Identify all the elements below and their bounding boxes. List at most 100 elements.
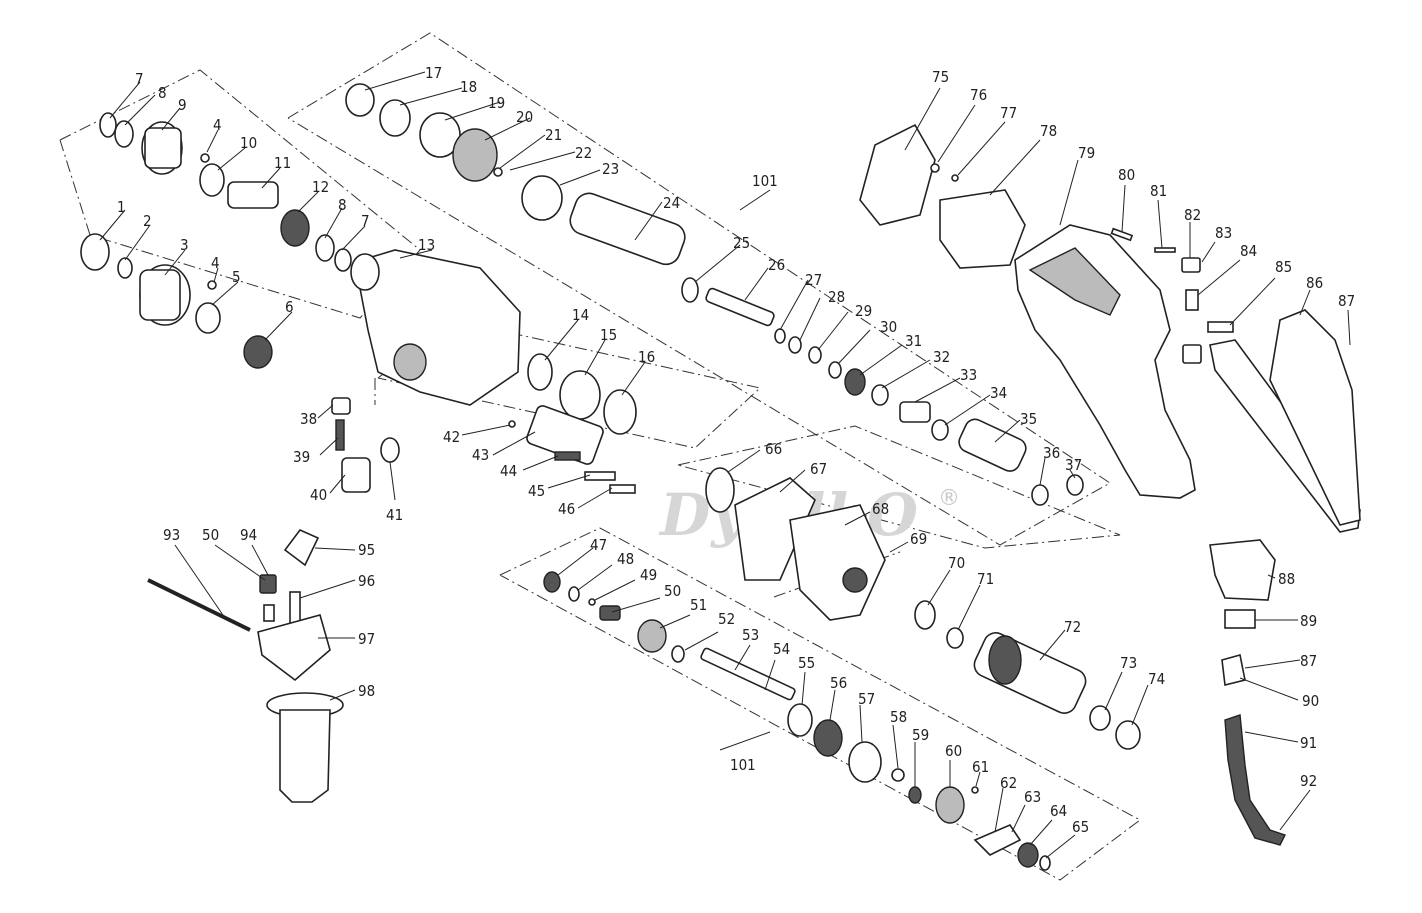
- label-22: 22: [575, 144, 592, 162]
- label-94: 94: [240, 526, 257, 544]
- label-59: 59: [912, 726, 929, 744]
- label-71: 71: [977, 570, 994, 588]
- label-67: 67: [810, 460, 827, 478]
- label-3: 3: [180, 236, 189, 254]
- label-93: 93: [163, 526, 180, 544]
- label-5: 5: [232, 268, 241, 286]
- label-29: 29: [855, 302, 872, 320]
- label-88: 88: [1278, 570, 1295, 588]
- label-55: 55: [798, 654, 815, 672]
- label-48: 48: [617, 550, 634, 568]
- label-26: 26: [768, 256, 785, 274]
- label-61: 61: [972, 758, 989, 776]
- label-28: 28: [828, 288, 845, 306]
- label-37: 37: [1065, 456, 1082, 474]
- label-75: 75: [932, 68, 949, 86]
- label-86: 86: [1306, 274, 1323, 292]
- label-49: 49: [640, 566, 657, 584]
- label-63: 63: [1024, 788, 1041, 806]
- label-41: 41: [386, 506, 403, 524]
- label-6: 6: [285, 298, 294, 316]
- label-87: 87: [1338, 292, 1355, 310]
- label-78: 78: [1040, 122, 1057, 140]
- label-101: 101: [752, 172, 778, 190]
- label-101b: 101: [730, 756, 756, 774]
- label-8b: 8: [338, 196, 347, 214]
- label-38: 38: [300, 410, 317, 428]
- label-4b: 4: [211, 254, 220, 272]
- label-7b: 7: [361, 212, 370, 230]
- label-69: 69: [910, 530, 927, 548]
- label-20: 20: [516, 108, 533, 126]
- label-96: 96: [358, 572, 375, 590]
- label-32: 32: [933, 348, 950, 366]
- label-79: 79: [1078, 144, 1095, 162]
- label-2: 2: [143, 212, 152, 230]
- label-14: 14: [572, 306, 589, 324]
- watermark-registered: ®: [938, 486, 960, 511]
- label-92: 92: [1300, 772, 1317, 790]
- label-34: 34: [990, 384, 1007, 402]
- label-1: 1: [117, 198, 126, 216]
- label-21: 21: [545, 126, 562, 144]
- label-23: 23: [602, 160, 619, 178]
- label-10: 10: [240, 134, 257, 152]
- label-72: 72: [1064, 618, 1081, 636]
- parts: [80, 83, 1361, 871]
- label-43: 43: [472, 446, 489, 464]
- label-84: 84: [1240, 242, 1257, 260]
- label-44: 44: [500, 462, 517, 480]
- label-81: 81: [1150, 182, 1167, 200]
- label-9: 9: [178, 96, 187, 114]
- label-12: 12: [312, 178, 329, 196]
- label-89: 89: [1300, 612, 1317, 630]
- part-labels: 1 2 3 4 4 5 6 7 7 8 8 9 10 11 12 13 14 1…: [117, 64, 1355, 836]
- label-56: 56: [830, 674, 847, 692]
- label-97: 97: [358, 630, 375, 648]
- label-66: 66: [765, 440, 782, 458]
- label-39: 39: [293, 448, 310, 466]
- label-47: 47: [590, 536, 607, 554]
- label-11: 11: [274, 154, 291, 172]
- leader-lines: [99, 71, 1351, 859]
- label-13: 13: [418, 236, 435, 254]
- label-57: 57: [858, 690, 875, 708]
- label-8: 8: [158, 84, 167, 102]
- label-62: 62: [1000, 774, 1017, 792]
- label-50b: 50: [202, 526, 219, 544]
- label-50: 50: [664, 582, 681, 600]
- label-36: 36: [1043, 444, 1060, 462]
- label-76: 76: [970, 86, 987, 104]
- label-95: 95: [358, 541, 375, 559]
- label-33: 33: [960, 366, 977, 384]
- label-30: 30: [880, 318, 897, 336]
- label-40: 40: [310, 486, 327, 504]
- label-87b: 87: [1300, 652, 1317, 670]
- label-64: 64: [1050, 802, 1067, 820]
- label-16: 16: [638, 348, 655, 366]
- label-42: 42: [443, 428, 460, 446]
- label-98: 98: [358, 682, 375, 700]
- label-52: 52: [718, 610, 735, 628]
- label-73: 73: [1120, 654, 1137, 672]
- label-19: 19: [488, 94, 505, 112]
- label-83: 83: [1215, 224, 1232, 242]
- label-85: 85: [1275, 258, 1292, 276]
- label-4: 4: [213, 116, 222, 134]
- label-80: 80: [1118, 166, 1135, 184]
- label-17: 17: [425, 64, 442, 82]
- label-60: 60: [945, 742, 962, 760]
- label-68: 68: [872, 500, 889, 518]
- label-31: 31: [905, 332, 922, 350]
- label-46: 46: [558, 500, 575, 518]
- label-58: 58: [890, 708, 907, 726]
- label-74: 74: [1148, 670, 1165, 688]
- label-82: 82: [1184, 206, 1201, 224]
- label-90: 90: [1302, 692, 1319, 710]
- label-70: 70: [948, 554, 965, 572]
- label-45: 45: [528, 482, 545, 500]
- label-15: 15: [600, 326, 617, 344]
- label-91: 91: [1300, 734, 1317, 752]
- label-18: 18: [460, 78, 477, 96]
